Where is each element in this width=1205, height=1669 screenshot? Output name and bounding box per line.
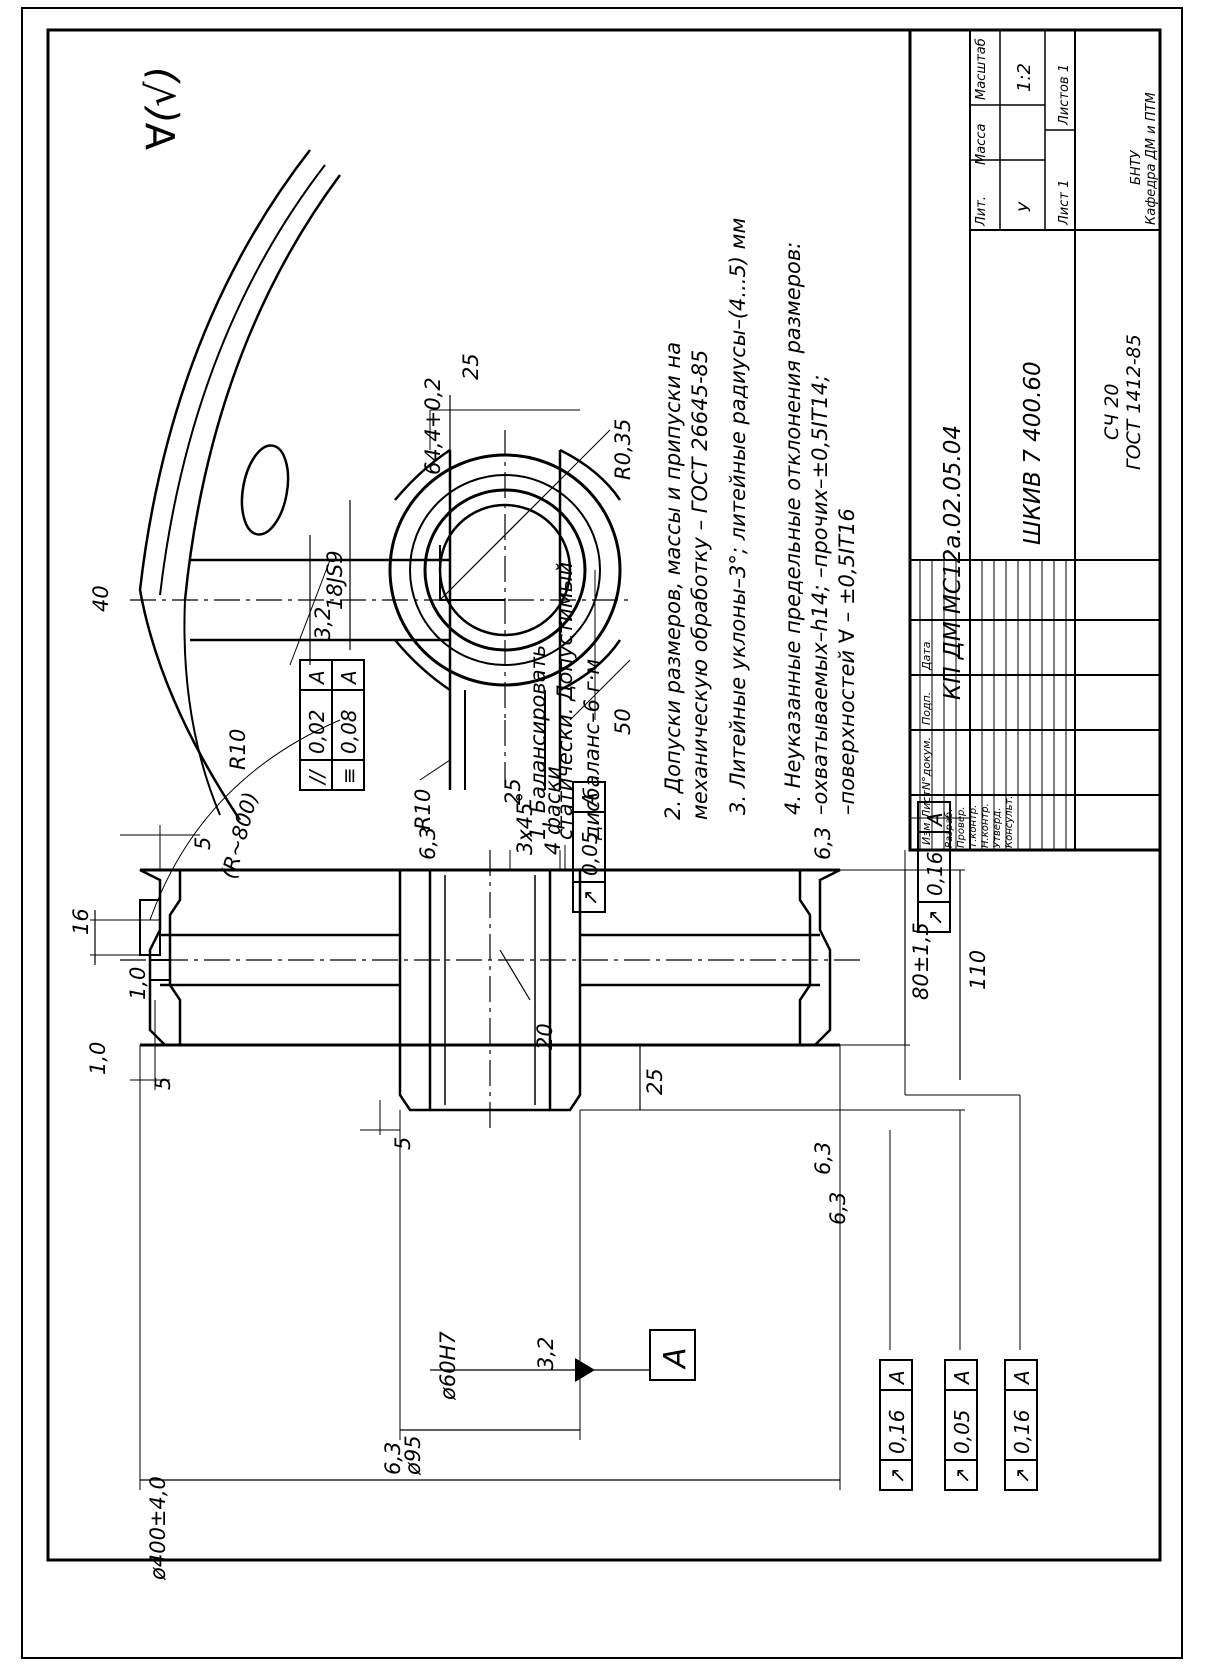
surface-finish-mark: ∀(√) [139,66,185,150]
rim-arc-outer [138,149,311,591]
tolerance-symmetry: ≡ 0,08 A [331,659,365,791]
tolerance-runout-2-datum: A [923,812,947,828]
rev-row-6: Консульт. [1004,796,1015,848]
tolerance-symmetry-symbol: ≡ [337,767,361,784]
tolerance-runout-5-symbol: ↗ [1010,1467,1034,1484]
dim-w-110: 110 [966,950,990,990]
part-name: ШКИВ 7 400.60 [1020,361,1046,545]
dim-w-80: 80±1,5 [909,922,933,1000]
tolerance-runout-2-symbol: ↗ [923,909,947,926]
dim-key-width: 18JS9 [323,550,347,610]
rim-section-left [139,868,182,1047]
tolerance-runout-1-symbol: ↗ [578,889,602,906]
rev-header-3: N°докум. [920,737,933,790]
rev-header-5: Дата [920,641,933,671]
note-3: 3. Литейные уклоны–3°; литейные радиусы–… [726,217,750,815]
ra-6-3-a: 6,3 [416,827,440,860]
tolerance-runout-4-datum: A [950,1370,974,1386]
org-line2: Кафедра ДМ и ПТМ [1144,92,1159,225]
pulley-hub-view [130,149,631,821]
doc-code: КП ДМ МС12а.02.05.04 [940,425,966,700]
tolerance-runout-5: ↗ 0,16 A [1004,1359,1038,1491]
dim-d50: 50 [611,708,635,735]
rev-row-2: Провер. [956,806,967,848]
rev-header-1: Изм [920,823,933,845]
lit-value: У [1015,201,1034,212]
tolerance-runout-3-datum: A [885,1370,909,1386]
tolerance-runout-5-datum: A [1010,1370,1034,1386]
hub-section-lower [548,868,582,1112]
tolerance-runout-3: ↗ 0,16 A [879,1359,913,1491]
tolerance-runout-3-symbol: ↗ [885,1467,909,1484]
dim-w-5a: 5 [191,837,215,850]
note-2: 2. Допуски размеров, массы и припуски на… [661,342,712,820]
col-mass: Масса [974,124,989,165]
scale-value: 1:2 [1014,63,1035,92]
tolerance-runout-4-symbol: ↗ [950,1467,974,1484]
tolerance-symmetry-datum: A [337,670,361,686]
tolerance-runout-1: ↗ 0,05 A [572,781,606,913]
tolerance-parallel: // 0,02 A [299,659,333,791]
dim-radius-800: (R~800) [217,789,263,881]
ra-6-3-d: 6,3 [826,1192,850,1225]
sheet-label: Лист 1 [1057,180,1072,226]
tolerance-runout-4: ↗ 0,05 A [944,1359,978,1491]
rev-row-3: Т.контр. [968,805,979,848]
ra-6-3-b: 6,3 [811,827,835,860]
dim-w-5c: 5 [391,1137,415,1150]
datum-a-label: A [658,1347,693,1370]
dim-d-hub: ø95 [401,1435,425,1476]
ra-25-hub: 25 [459,353,483,380]
dim-chamfer: 3х45° [513,792,537,855]
pulley-section-view [90,719,1021,1490]
material-line2: ГОСТ 1412-85 [1123,334,1145,470]
dim-key-depth: 64,4+0,2 [421,377,445,475]
rev-header-4: Подп. [920,692,933,725]
tolerance-runout-3-value: 0,16 [885,1409,909,1454]
dim-r035: R0,35 [611,419,635,480]
org-line1: БНТУ [1129,149,1144,185]
note-4: 4. Неуказанные предельные отклонения раз… [781,242,859,815]
dim-w-10: 1,0 [86,1042,110,1075]
material-line1: СЧ 20 [1101,383,1123,440]
rev-row-4: Н.контр. [980,803,991,848]
dim-w-16: 16 [69,908,93,935]
dim-r10-hub: R10 [411,789,435,830]
outer-border [21,7,1183,1659]
dim-rim-40: 40 [89,585,113,612]
ra-3-2: 3,2 [534,1337,558,1370]
tolerance-runout-2-value: 0,16 [923,851,947,896]
tolerance-parallel-datum: A [305,670,329,686]
dim-r10-rim: R10 [226,729,250,770]
col-scale: Масштаб [974,38,989,100]
dim-d-bore: ø60H7 [436,1331,460,1401]
rev-header-2: Лист [920,790,933,819]
dim-w-20: 20 [533,1023,557,1050]
tolerance-parallel-symbol: // [305,768,329,786]
sheets-label: Листов 1 [1057,64,1072,126]
tolerance-symmetry-value: 0,08 [337,709,361,754]
tolerance-runout-4-value: 0,05 [950,1409,974,1454]
ra-3-2-hub: 3,2 [311,607,335,640]
ra-1-0-section: 1,0 [126,967,150,1000]
dim-w-25: 25 [643,1068,667,1095]
tolerance-runout-1-value: 0,05 [578,831,602,876]
dim-d-outer: ø400±4,0 [146,1476,170,1581]
ra-6-3-e: 6,3 [381,1442,405,1475]
tolerance-runout-2: ↗ 0,16 A [917,801,951,933]
tolerance-runout-1-datum: A [578,792,602,808]
rim-section-right [798,868,841,1047]
col-lit: Лит. [974,196,989,227]
rev-row-5: Утверд. [992,808,1003,848]
datum-a-box [649,1329,696,1381]
tolerance-runout-5-value: 0,16 [1010,1409,1034,1454]
dim-w-5b: 5 [151,1077,175,1090]
tolerance-parallel-value: 0,02 [305,709,329,754]
spoke-section [240,444,290,536]
hub-section-upper [398,868,432,1112]
ra-6-3-c: 6,3 [811,1142,835,1175]
